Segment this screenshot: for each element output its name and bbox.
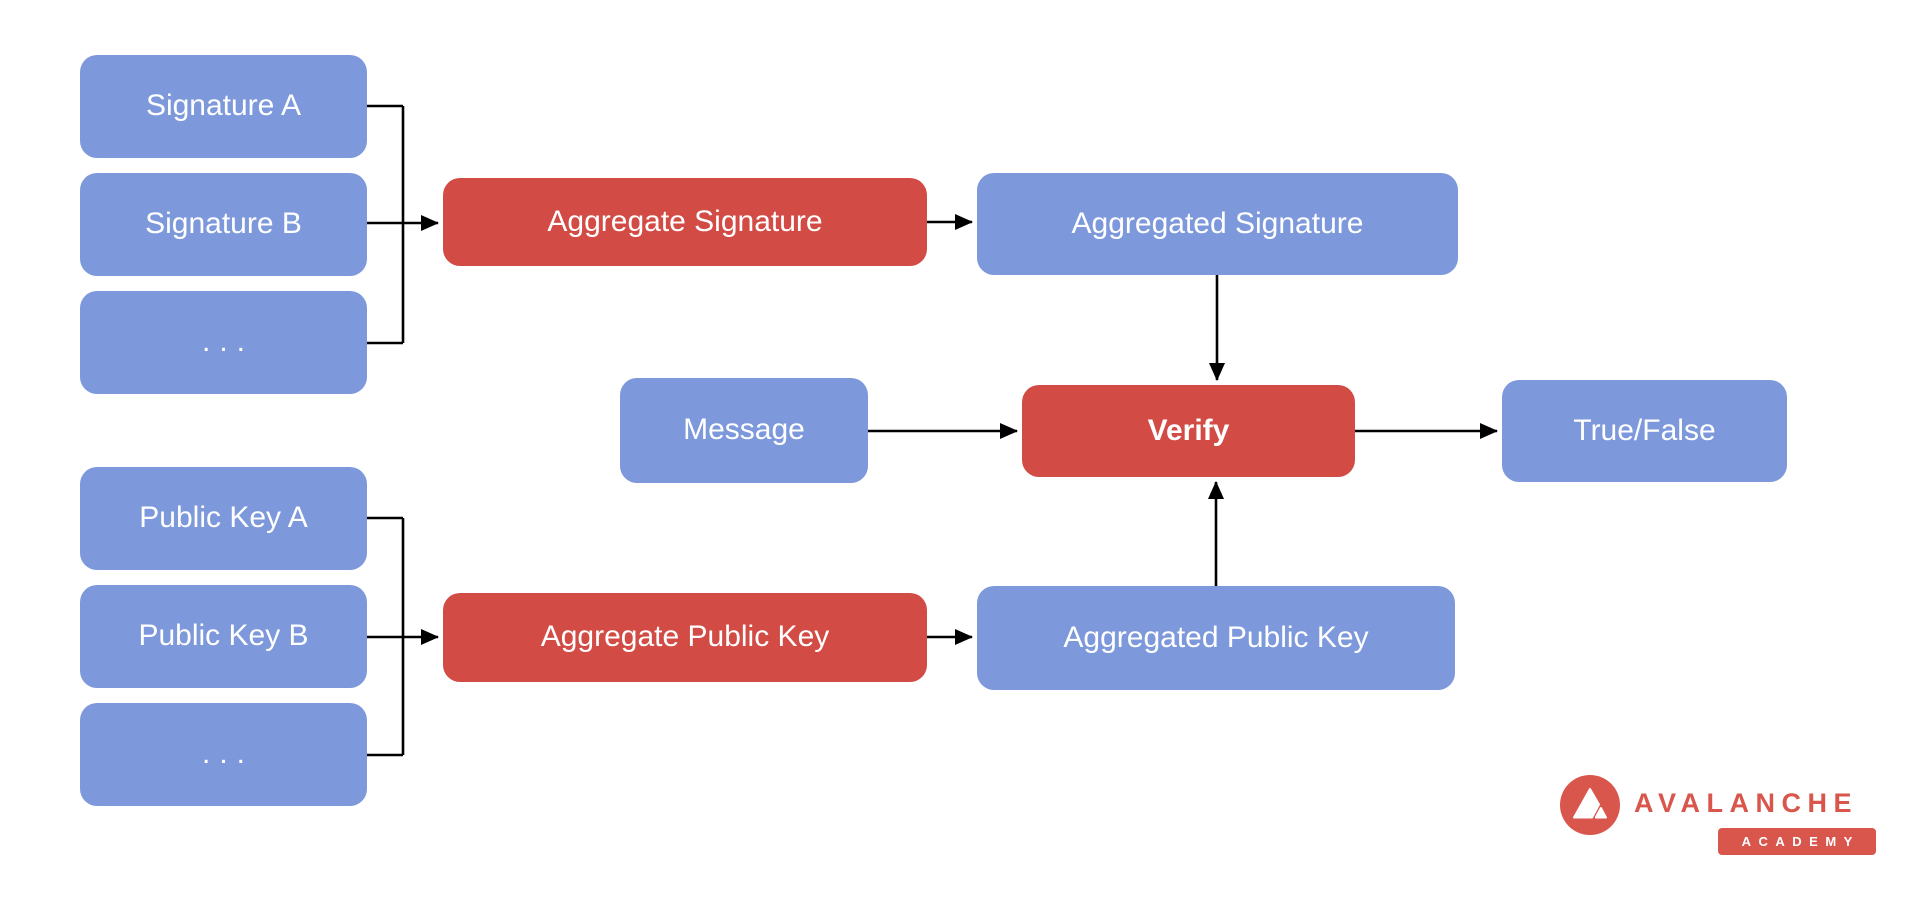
node-public-key-more: ... [80,703,367,806]
node-public-key-a: Public Key A [80,467,367,570]
node-true-false: True/False [1502,380,1787,482]
node-verify: Verify [1022,385,1355,477]
node-public-key-b: Public Key B [80,585,367,688]
node-aggregated-public-key: Aggregated Public Key [977,586,1455,690]
avalanche-brand-text: AVALANCHE [1634,788,1858,818]
avalanche-academy-logo: AVALANCHE ACADEMY [1556,770,1886,860]
node-message: Message [620,378,868,483]
node-aggregate-public-key: Aggregate Public Key [443,593,927,682]
node-signature-more: ... [80,291,367,394]
node-aggregate-signature: Aggregate Signature [443,178,927,266]
avalanche-logo-mark-icon [1560,775,1620,835]
node-aggregated-signature: Aggregated Signature [977,173,1458,275]
node-signature-a: Signature A [80,55,367,158]
node-signature-b: Signature B [80,173,367,276]
academy-badge: ACADEMY [1718,828,1876,855]
